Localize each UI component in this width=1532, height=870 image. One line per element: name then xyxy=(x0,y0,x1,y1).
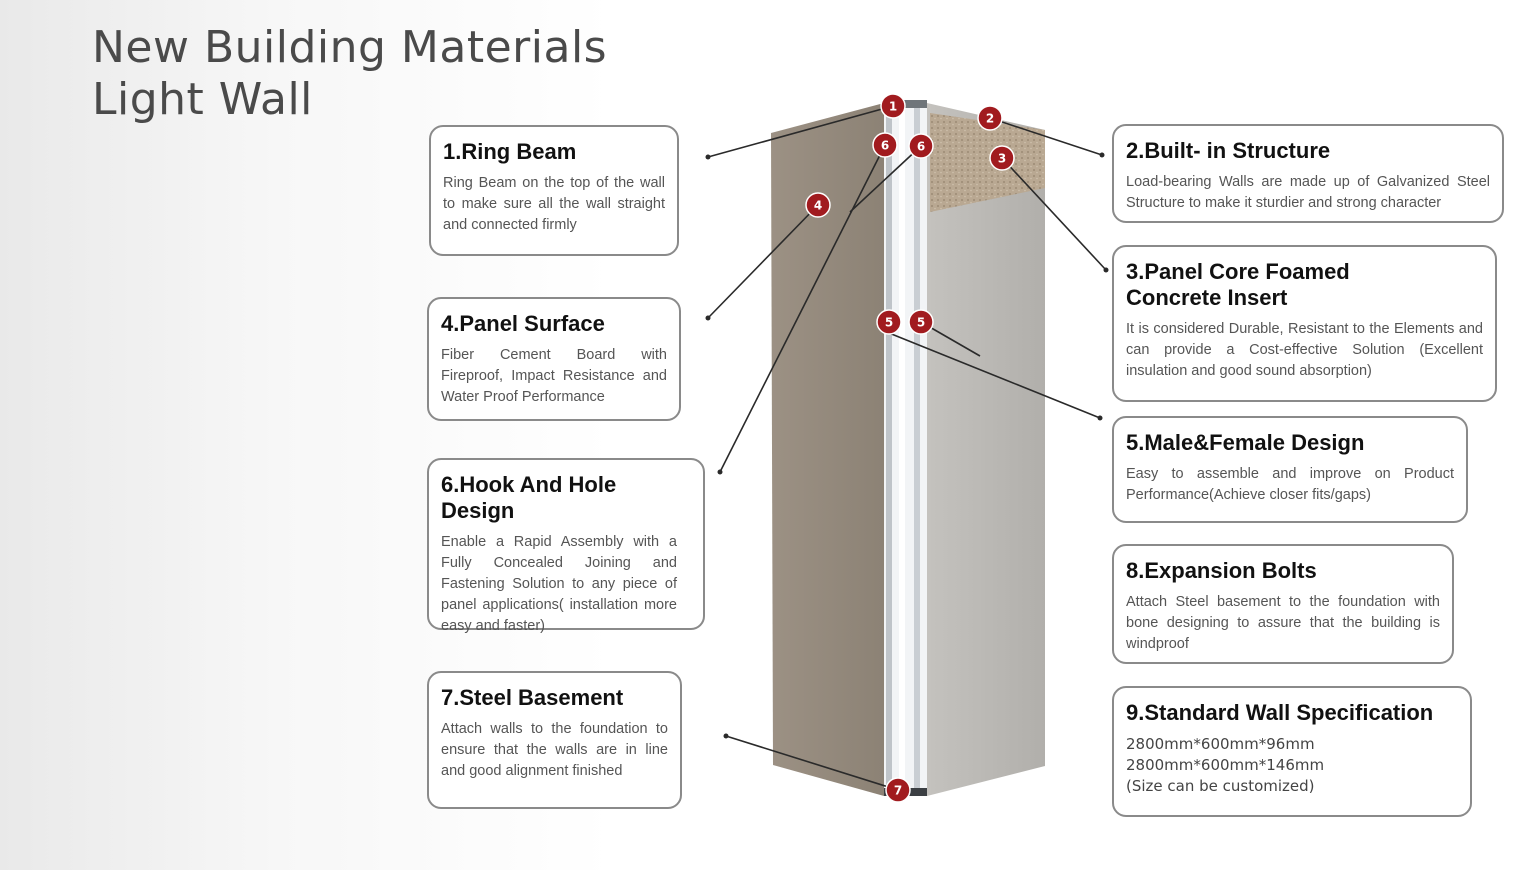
panel-left-face xyxy=(771,103,884,796)
badge-5b: 5 xyxy=(908,309,934,335)
card-heading: 1.Ring Beam xyxy=(443,139,577,164)
badge-6b: 6 xyxy=(908,133,934,159)
callout-line-4 xyxy=(707,204,819,319)
card-body: Enable a Rapid Assembly with a Fully Con… xyxy=(441,534,677,634)
endpoint-2 xyxy=(1099,152,1105,158)
callout-line-6b xyxy=(849,145,922,213)
card-body: Load-bearing Walls are made up of Galvan… xyxy=(1126,174,1490,211)
card-expansion-bolts: 8.Expansion Bolts Attach Steel basement … xyxy=(1112,544,1454,664)
endpoint-1 xyxy=(705,154,711,160)
card-built-in-structure: 2.Built- in Structure Load-bearing Walls… xyxy=(1112,124,1504,223)
spec-size-96: 2800mm*600mm*96mm xyxy=(1126,735,1315,753)
card-heading: 5.Male&Female Design xyxy=(1126,430,1365,455)
card-wall-spec: 9.Standard Wall Specification 2800mm*600… xyxy=(1112,686,1472,817)
card-male-female: 5.Male&Female Design Easy to assemble an… xyxy=(1112,416,1468,523)
card-heading: 9.Standard Wall Specification xyxy=(1126,700,1434,725)
badge-5a-label: 5 xyxy=(885,316,893,330)
endpoint-4 xyxy=(705,315,711,321)
badge-2-label: 2 xyxy=(986,112,994,126)
callout-line-6a xyxy=(719,144,886,473)
badge-6b-label: 6 xyxy=(917,140,925,154)
channel-highlight xyxy=(899,104,905,794)
endpoint-6 xyxy=(717,469,723,475)
card-ring-beam: 1.Ring Beam Ring Beam on the top of the … xyxy=(429,125,679,256)
card-body: Easy to assemble and improve on Product … xyxy=(1126,466,1454,503)
endpoint-3 xyxy=(1103,267,1109,273)
badge-3-label: 3 xyxy=(998,152,1006,166)
callout-line-5a xyxy=(888,332,1101,419)
panel-foam-core xyxy=(930,113,1045,212)
badge-6a-label: 6 xyxy=(881,139,889,153)
spec-size-146: 2800mm*600mm*146mm xyxy=(1126,756,1325,774)
title-line-2: Light Wall xyxy=(92,74,313,125)
card-heading: 6.Hook And Hole Design xyxy=(441,472,617,523)
card-panel-surface: 4.Panel Surface Fiber Cement Board with … xyxy=(427,297,681,421)
callout-line-7 xyxy=(725,735,899,791)
callout-line-2 xyxy=(989,117,1103,156)
card-heading: 4.Panel Surface xyxy=(441,311,605,336)
card-heading: 3.Panel Core Foamed Concrete Insert xyxy=(1126,259,1350,310)
badge-7-label: 7 xyxy=(894,784,902,798)
card-body: It is considered Durable, Resistant to t… xyxy=(1126,321,1483,379)
badge-5a: 5 xyxy=(876,309,902,335)
title-line-1: New Building Materials xyxy=(92,22,608,73)
spec-list: 2800mm*600mm*96mm 2800mm*600mm*146mm (Si… xyxy=(1126,734,1458,797)
badge-3: 3 xyxy=(989,145,1015,171)
badge-2: 2 xyxy=(977,105,1003,131)
steel-channel-left xyxy=(886,104,892,794)
endpoint-5 xyxy=(1097,415,1103,421)
card-panel-core: 3.Panel Core Foamed Concrete Insert It i… xyxy=(1112,245,1497,402)
card-body: Ring Beam on the top of the wall to make… xyxy=(443,175,665,233)
badge-5b-label: 5 xyxy=(917,316,925,330)
callout-endpoints xyxy=(705,152,1109,739)
badge-4: 4 xyxy=(805,192,831,218)
card-heading: 7.Steel Basement xyxy=(441,685,624,710)
card-heading: 8.Expansion Bolts xyxy=(1126,558,1317,583)
panel-right-face xyxy=(927,103,1045,796)
callout-line-3 xyxy=(1001,157,1107,271)
card-body: Attach walls to the foundation to ensure… xyxy=(441,721,668,779)
endpoint-7 xyxy=(723,733,729,739)
badge-1: 1 xyxy=(880,93,906,119)
badge-1-label: 1 xyxy=(889,100,897,114)
card-hook-and-hole: 6.Hook And Hole Design Enable a Rapid As… xyxy=(427,458,705,634)
callout-line-1 xyxy=(707,105,894,158)
badge-7: 7 xyxy=(885,777,911,803)
badge-4-label: 4 xyxy=(814,199,822,213)
callout-lines xyxy=(707,105,1107,791)
steel-channel-right xyxy=(914,104,920,794)
badge-6a: 6 xyxy=(872,132,898,158)
card-heading: 2.Built- in Structure xyxy=(1126,138,1331,163)
card-body: Attach Steel basement to the foundation … xyxy=(1126,594,1440,652)
page-title: New Building Materials Light Wall xyxy=(92,22,607,126)
card-body: Fiber Cement Board with Fireproof, Impac… xyxy=(441,347,667,405)
spec-note: (Size can be customized) xyxy=(1126,777,1315,795)
card-steel-basement: 7.Steel Basement Attach walls to the fou… xyxy=(427,671,682,809)
